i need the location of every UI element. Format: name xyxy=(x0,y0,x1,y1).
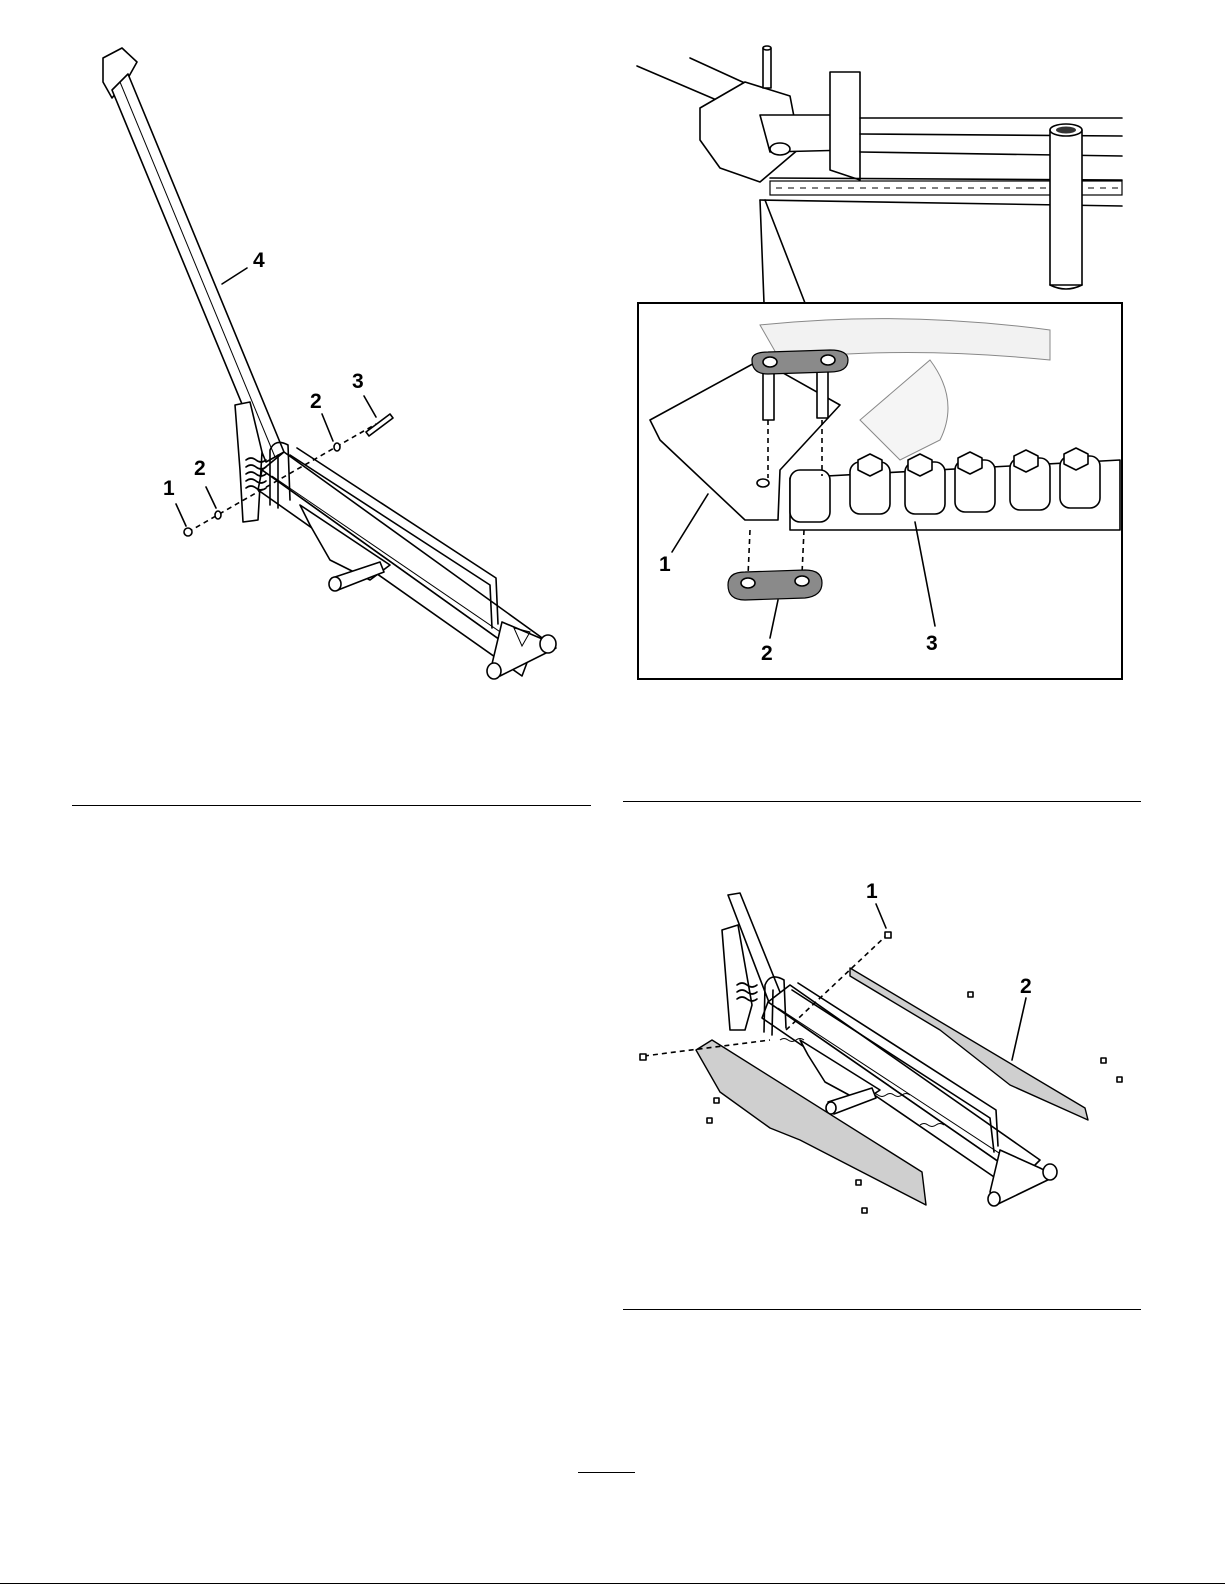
callout-1: 1 xyxy=(866,880,878,903)
washer-right xyxy=(334,443,340,451)
page-number-rule xyxy=(578,1472,635,1473)
leader-2a xyxy=(206,487,216,508)
figure-chain-master-link: 1 2 3 xyxy=(630,40,1135,690)
callout-2: 2 xyxy=(761,642,773,665)
callout-3: 3 xyxy=(926,632,938,655)
figure-side-shields: 1 2 xyxy=(630,870,1135,1230)
rule-left xyxy=(72,805,591,806)
rule-right-top xyxy=(623,801,1141,802)
leader-3 xyxy=(364,396,376,417)
callout-1: 1 xyxy=(659,553,671,576)
bolt xyxy=(366,414,393,436)
rule-footer xyxy=(0,1583,1225,1584)
callout-4: 4 xyxy=(253,249,265,272)
figure-frame-handle-assembly: 1 2 2 3 4 xyxy=(90,30,610,710)
callout-3: 3 xyxy=(352,370,364,393)
callout-2: 2 xyxy=(1020,975,1032,998)
leader-1 xyxy=(176,504,186,526)
callout-2a: 2 xyxy=(194,457,206,480)
machine-top-view xyxy=(637,46,1122,289)
washer-left xyxy=(215,511,221,519)
leader-4 xyxy=(222,268,247,284)
callout-2b: 2 xyxy=(310,390,322,413)
rule-right-bottom xyxy=(623,1309,1141,1310)
nut xyxy=(184,528,192,536)
leader-2b xyxy=(322,414,333,441)
callout-1: 1 xyxy=(163,477,175,500)
